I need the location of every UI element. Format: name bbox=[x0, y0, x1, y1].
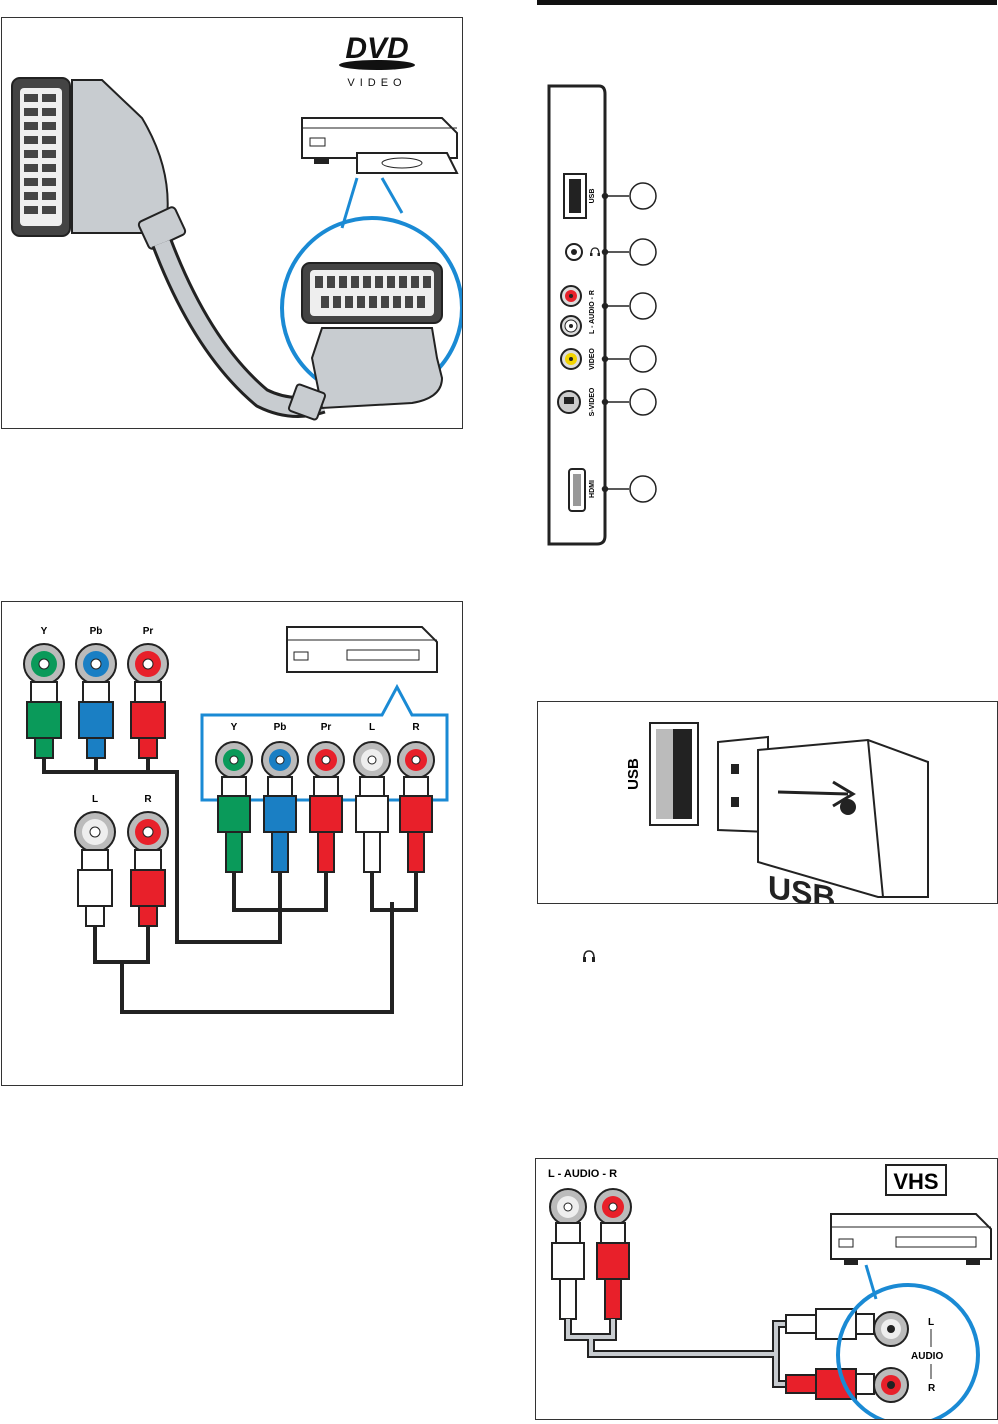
plug-y bbox=[23, 643, 65, 759]
callout-2 bbox=[629, 238, 657, 266]
usb-stick: USB bbox=[717, 735, 929, 916]
dvd-player bbox=[301, 117, 459, 174]
device-plug-y bbox=[215, 741, 253, 873]
plug-pr bbox=[127, 643, 169, 759]
svg-text:Pb: Pb bbox=[274, 722, 287, 733]
svg-text:R: R bbox=[144, 794, 152, 805]
device-plug-pr bbox=[307, 741, 345, 873]
callout-3 bbox=[629, 292, 657, 320]
svg-text:R: R bbox=[412, 722, 420, 733]
svg-text:Y: Y bbox=[41, 626, 48, 637]
svg-text:L: L bbox=[369, 722, 375, 733]
svg-text:Pr: Pr bbox=[143, 626, 154, 637]
svg-text:L: L bbox=[928, 1317, 934, 1328]
svg-text:VIDEO: VIDEO bbox=[589, 348, 596, 370]
svg-text:L - AUDIO - R: L - AUDIO - R bbox=[548, 1168, 617, 1180]
plug-audio-r bbox=[127, 811, 169, 927]
svg-text:Pr: Pr bbox=[321, 722, 332, 733]
plug-audio-left bbox=[549, 1188, 587, 1320]
scart-plug-tv bbox=[71, 79, 187, 250]
plug-audio-l bbox=[74, 811, 116, 927]
callout-5 bbox=[629, 388, 657, 416]
usb-figure: USB USB bbox=[537, 701, 998, 916]
svg-text:AUDIO: AUDIO bbox=[911, 1351, 943, 1362]
usb-illustration: USB USB bbox=[625, 722, 929, 916]
top-rule bbox=[537, 0, 997, 5]
device-plug-l bbox=[353, 741, 391, 873]
component-figure: Y Pb Pr L R bbox=[1, 601, 463, 1086]
svg-text:VHS: VHS bbox=[893, 1169, 938, 1194]
headphones-icon bbox=[590, 247, 600, 256]
vhs-device bbox=[830, 1213, 992, 1265]
svg-text:USB: USB bbox=[625, 758, 642, 790]
headphones-icon bbox=[581, 948, 597, 964]
plug-horizontal-white bbox=[785, 1308, 875, 1340]
svg-text:Pb: Pb bbox=[90, 626, 103, 637]
dvd-logo: DVD VIDEO bbox=[339, 32, 415, 89]
device-plug-r bbox=[397, 741, 435, 873]
callout-4 bbox=[629, 345, 657, 373]
component-device bbox=[286, 626, 438, 673]
scart-illustration: DVD VIDEO bbox=[11, 32, 464, 421]
plug-horizontal-red bbox=[785, 1368, 875, 1400]
side-panel-illustration: USB L - AUDIO - R VIDEO S-VIDEO HDMI bbox=[547, 84, 657, 546]
side-connector-panel: USB L - AUDIO - R VIDEO S-VIDEO HDMI bbox=[547, 84, 677, 546]
scart-callout bbox=[280, 177, 464, 421]
svg-text:USB: USB bbox=[589, 189, 596, 204]
scart-figure: DVD VIDEO bbox=[1, 17, 464, 429]
svg-text:L - AUDIO - R: L - AUDIO - R bbox=[589, 290, 596, 334]
component-illustration: Y Pb Pr L R bbox=[23, 626, 449, 1014]
svg-text:L: L bbox=[92, 794, 98, 805]
svg-text:S-VIDEO: S-VIDEO bbox=[589, 387, 596, 416]
svg-text:HDMI: HDMI bbox=[589, 480, 596, 498]
svg-text:Y: Y bbox=[231, 722, 238, 733]
audio-vhs-figure: L - AUDIO - R VHS bbox=[535, 1158, 998, 1424]
callout-1 bbox=[629, 182, 657, 210]
plug-audio-right bbox=[594, 1188, 632, 1320]
svg-text:R: R bbox=[928, 1383, 936, 1394]
callout-6 bbox=[629, 475, 657, 503]
device-plug-pb bbox=[261, 741, 299, 873]
plug-pb bbox=[75, 643, 117, 759]
svg-text:VIDEO: VIDEO bbox=[347, 77, 406, 89]
svg-text:DVD: DVD bbox=[345, 32, 408, 65]
audio-vhs-illustration: L - AUDIO - R VHS bbox=[548, 1164, 992, 1424]
scart-socket bbox=[11, 77, 71, 237]
